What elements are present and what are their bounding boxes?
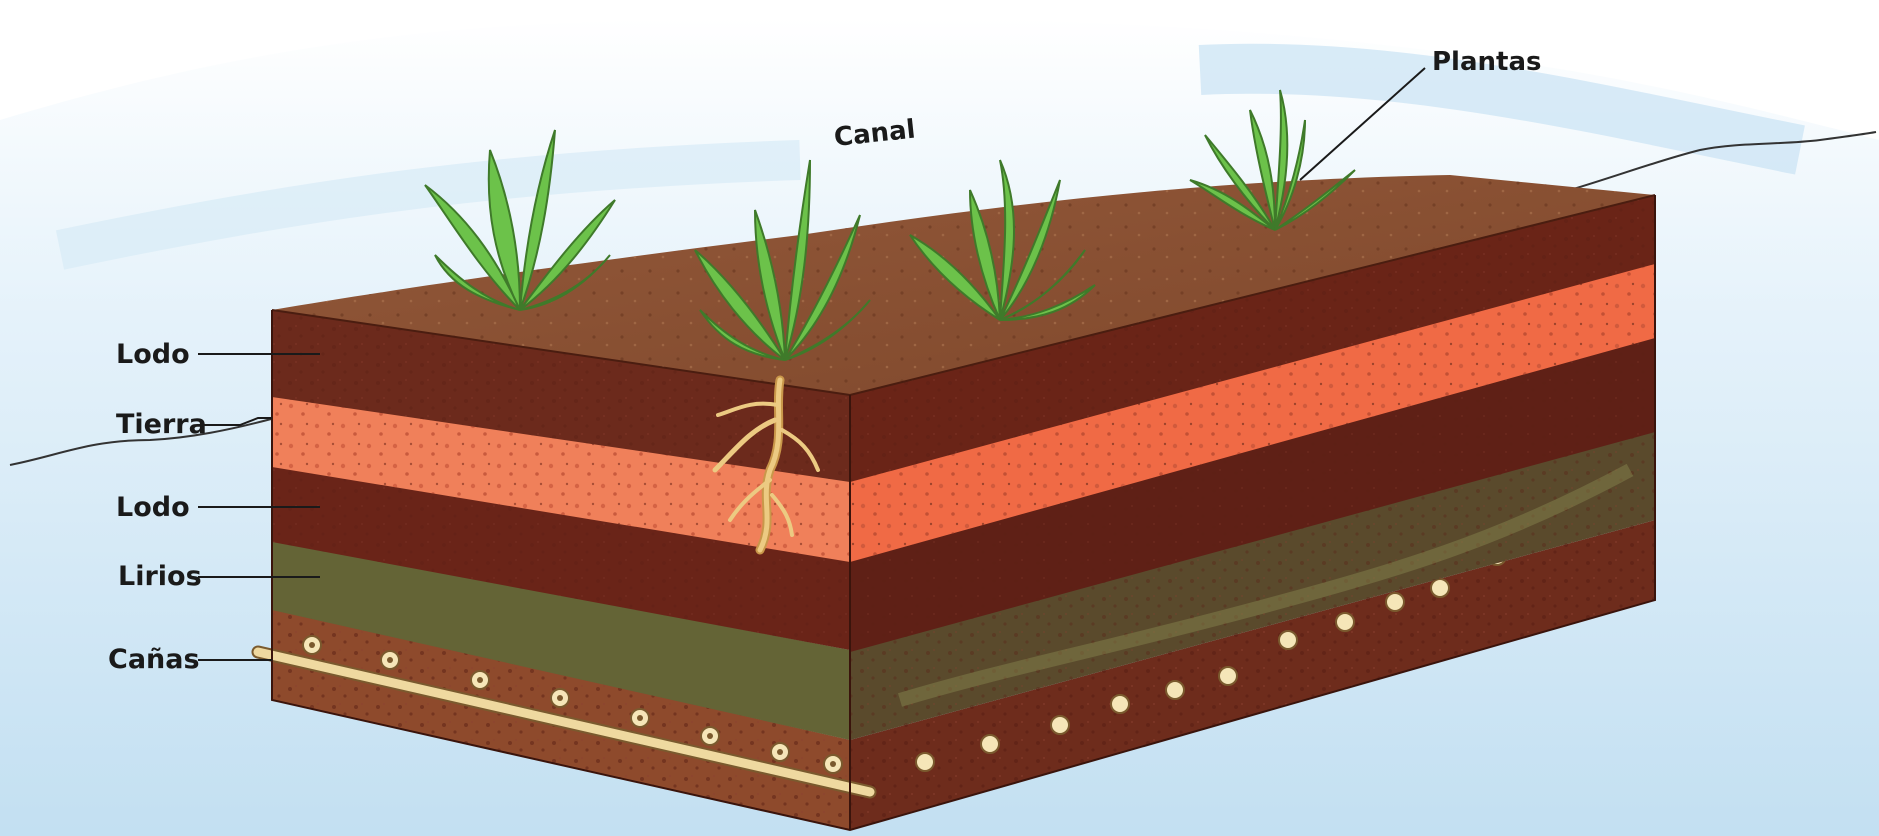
label-canas: Cañas: [108, 644, 200, 675]
label-lirios: Lirios: [118, 561, 202, 592]
label-plantas: Plantas: [1432, 47, 1541, 77]
label-lodo-mid: Lodo: [116, 492, 190, 523]
label-tierra: Tierra: [116, 409, 207, 440]
label-lodo-top: Lodo: [116, 339, 190, 370]
